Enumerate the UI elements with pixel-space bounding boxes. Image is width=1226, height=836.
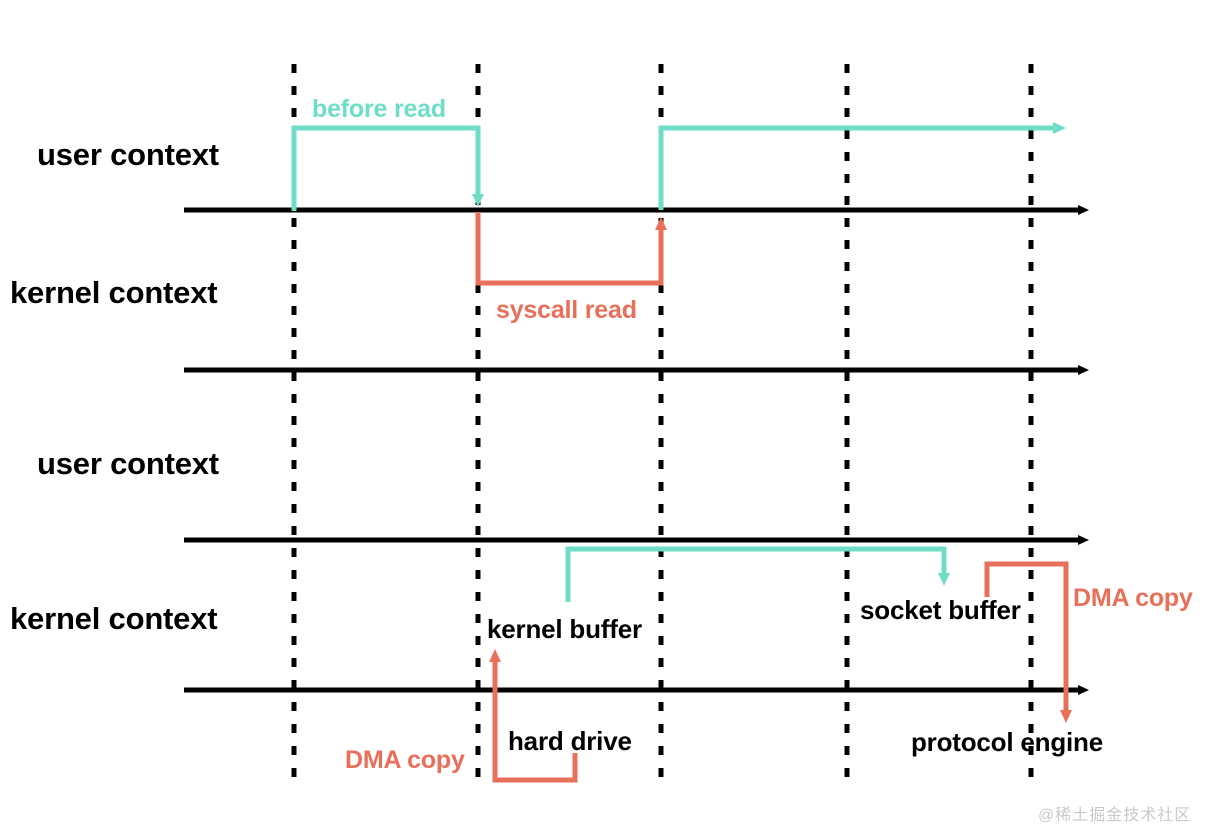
flow-return-user-context-path <box>658 122 1066 210</box>
lane-user-context-2: user context <box>37 446 219 481</box>
flow-label-syscall-read: syscall read <box>496 296 637 324</box>
flow-label-before-read: before read <box>312 95 446 123</box>
flow-before-read-path <box>291 125 484 211</box>
node-label-kernel-buffer: kernel buffer <box>487 614 642 644</box>
node-label-protocol-engine: protocol engine <box>911 727 1104 757</box>
lane-user-context-1: user context <box>37 137 219 172</box>
flow-label-dma-copy-protocol-engine: DMA copy <box>1073 584 1193 612</box>
axis-group <box>184 205 1089 695</box>
node-label-hard-drive: hard drive <box>508 726 632 756</box>
flow-dma-copy-hard-drive-path <box>489 649 578 783</box>
flow-label-dma-copy-hard-drive: DMA copy <box>345 746 465 774</box>
lane-kernel-context-1: kernel context <box>10 275 218 310</box>
watermark: @稀土掘金技术社区 <box>1038 807 1192 824</box>
node-label-socket-buffer: socket buffer <box>860 595 1021 625</box>
lane-kernel-context-2: kernel context <box>10 601 218 636</box>
flow-syscall-read-path <box>475 212 667 286</box>
flow-dma-copy-protocol-engine-path <box>984 561 1072 723</box>
flow-kernel-to-socket-buffer-path <box>565 546 950 602</box>
